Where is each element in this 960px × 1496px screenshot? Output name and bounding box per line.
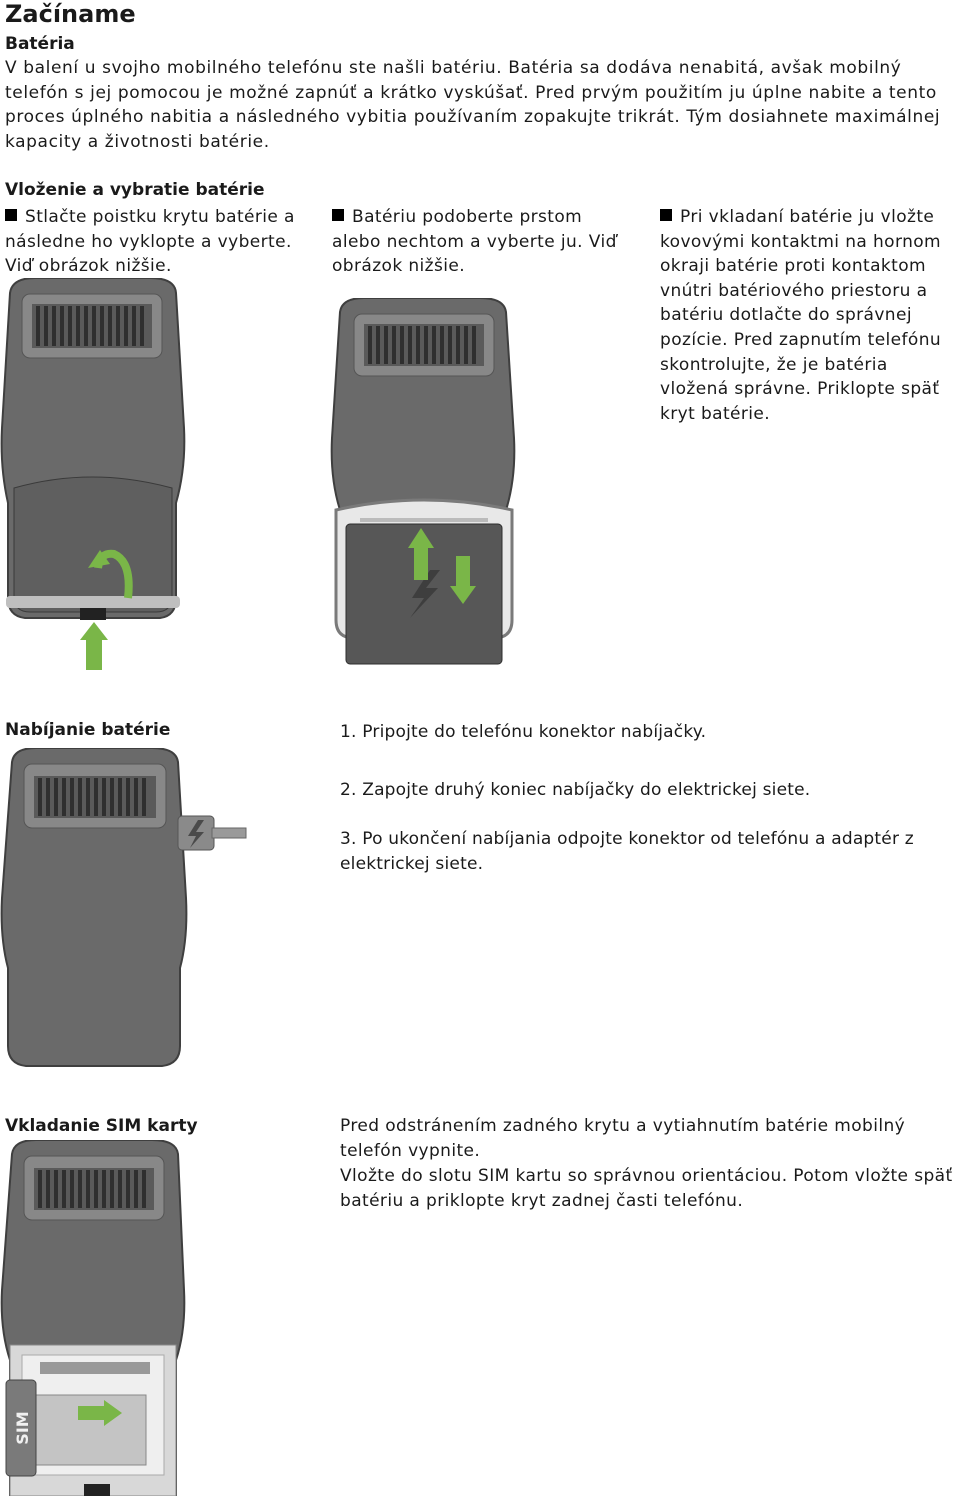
bullet-icon xyxy=(332,209,344,221)
charging-step-3: 3. Po ukončení nabíjania odpojte konekto… xyxy=(340,829,914,874)
sim-insert-illustration: SIM xyxy=(0,1140,186,1496)
insert-step-1-text: Stlačte poistku krytu batérie a následne… xyxy=(5,207,295,277)
push-up-arrow-icon xyxy=(80,622,108,670)
sim-text-1: Pred odstránením zadného krytu a vytiahn… xyxy=(340,1116,906,1161)
sim-text-2: Vložte do slotu SIM kartu so správnou or… xyxy=(340,1166,953,1211)
charger-connector-icon xyxy=(177,815,247,851)
right-arrow-icon xyxy=(78,1400,122,1426)
insert-subtitle: Vloženie a vybratie batérie xyxy=(5,180,265,200)
insert-step-3: Pri vkladaní batérie ju vložte kovovými … xyxy=(660,205,958,426)
down-arrow-icon xyxy=(450,556,476,604)
charging-step-1: 1. Pripojte do telefónu konektor nabíjač… xyxy=(340,722,707,742)
vent-grille-icon xyxy=(364,324,484,366)
vent-grille-icon xyxy=(34,776,156,818)
vent-grille-icon xyxy=(32,304,152,348)
vent-grille-icon xyxy=(34,1168,154,1210)
bullet-icon xyxy=(5,209,17,221)
phone-charging-illustration xyxy=(0,748,247,1067)
sim-card-icon xyxy=(5,1379,37,1477)
lightning-icon xyxy=(410,570,440,618)
page-title: Začíname xyxy=(5,0,136,28)
bullet-icon xyxy=(660,209,672,221)
up-arrow-icon xyxy=(408,528,434,580)
battery-intro: V balení u svojho mobilného telefónu ste… xyxy=(5,58,941,152)
insert-step-2: Batériu podoberte prstom alebo nechtom a… xyxy=(332,205,627,279)
sim-card-label: SIM xyxy=(13,1411,32,1444)
battery-subtitle: Batéria xyxy=(5,34,75,54)
battery-removal-illustration xyxy=(330,298,516,665)
charging-step-2: 2. Zapojte druhý koniec nabíjačky do ele… xyxy=(340,780,811,800)
charging-subtitle: Nabíjanie batérie xyxy=(5,720,171,740)
insert-step-1: Stlačte poistku krytu batérie a následne… xyxy=(5,205,305,279)
insert-step-3-text: Pri vkladaní batérie ju vložte kovovými … xyxy=(660,207,942,424)
rotate-arrow-icon xyxy=(88,549,133,599)
insert-step-2-text: Batériu podoberte prstom alebo nechtom a… xyxy=(332,207,617,277)
sim-subtitle: Vkladanie SIM karty xyxy=(5,1116,198,1136)
phone-cover-release-illustration xyxy=(0,278,186,670)
